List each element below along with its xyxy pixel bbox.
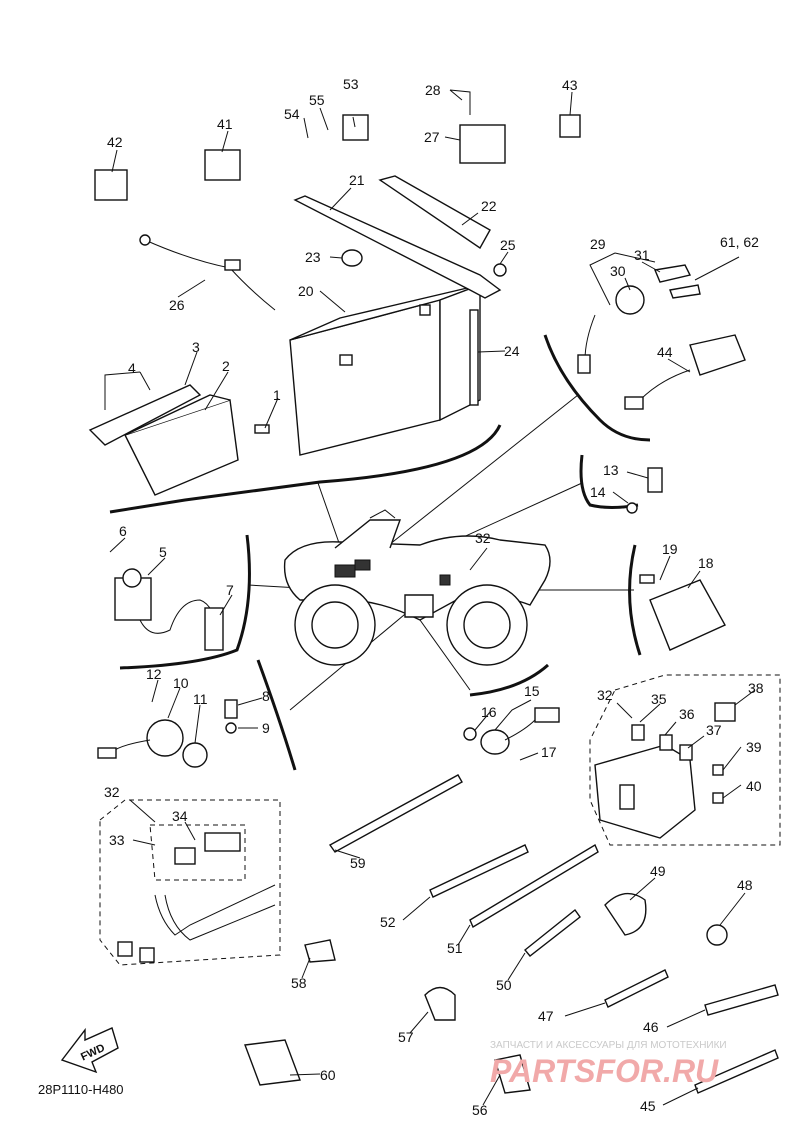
callout-30: 30 <box>610 263 626 279</box>
callout-7: 7 <box>226 582 234 598</box>
callout-38: 38 <box>748 680 764 696</box>
callout-23: 23 <box>305 249 321 265</box>
ignition-coil <box>114 568 224 651</box>
callout-14: 14 <box>590 484 606 500</box>
ecu-unit <box>124 394 239 496</box>
rectifier-regulator <box>639 574 726 651</box>
callout-1: 1 <box>273 387 281 403</box>
callout-9: 9 <box>262 720 270 736</box>
starter-relay <box>459 124 506 164</box>
auxiliary-dc-jack <box>624 334 746 410</box>
callout-22: 22 <box>481 198 497 214</box>
callout-49: 49 <box>650 863 666 879</box>
callout-17: 17 <box>541 744 557 760</box>
starter-sensor-15 <box>463 707 560 755</box>
callout-25: 25 <box>500 237 516 253</box>
callout-18: 18 <box>698 555 714 571</box>
callout-58: 58 <box>291 975 307 991</box>
fuse-box-group <box>589 674 781 846</box>
callout-20: 20 <box>298 283 314 299</box>
callout-31: 31 <box>634 247 650 263</box>
leader-lines <box>104 89 756 1106</box>
callout-44: 44 <box>657 344 673 360</box>
crank-sensor <box>97 719 208 768</box>
callout-19: 19 <box>662 541 678 557</box>
callouts: 1 2 3 4 5 6 7 8 9 10 11 12 13 14 15 16 1… <box>104 76 764 1118</box>
callout-41: 41 <box>217 116 233 132</box>
callout-60: 60 <box>320 1067 336 1083</box>
callout-24: 24 <box>504 343 520 359</box>
callout-51: 51 <box>447 940 463 956</box>
relay-41 <box>204 149 241 181</box>
callout-21: 21 <box>349 172 365 188</box>
atv-vehicle <box>283 509 551 666</box>
watermark-tagline: ЗАПЧАСТИ И АКСЕССУАРЫ ДЛЯ МОТОТЕХНИКИ <box>490 1040 727 1051</box>
callout-16: 16 <box>481 704 497 720</box>
callout-32-harness: 32 <box>104 784 120 800</box>
callout-33: 33 <box>109 832 125 848</box>
callout-42: 42 <box>107 134 123 150</box>
ecu-bracket <box>88 384 202 446</box>
key-set <box>654 264 701 299</box>
callout-5: 5 <box>159 544 167 560</box>
battery-band <box>293 175 502 299</box>
callout-55: 55 <box>309 92 325 108</box>
callout-32-vehicle: 32 <box>475 530 491 546</box>
callout-36: 36 <box>679 706 695 722</box>
watermark-logo: PARTSFOR.RU <box>490 1053 719 1089</box>
harness-group <box>99 799 281 966</box>
battery-band-hook <box>469 309 479 406</box>
callout-28: 28 <box>425 82 441 98</box>
callout-53: 53 <box>343 76 359 92</box>
callout-61-62: 61, 62 <box>720 234 759 250</box>
callout-15: 15 <box>524 683 540 699</box>
sensor-8 <box>224 699 238 734</box>
callout-39: 39 <box>746 739 762 755</box>
callout-3: 3 <box>192 339 200 355</box>
fuse-43 <box>559 114 581 138</box>
callout-4: 4 <box>128 360 136 376</box>
wire-harness-sub <box>139 234 276 311</box>
callout-2: 2 <box>222 358 230 374</box>
callout-35: 35 <box>651 691 667 707</box>
callout-26: 26 <box>169 297 185 313</box>
main-switch <box>577 285 645 374</box>
fwd-arrow-icon <box>60 1027 119 1074</box>
callout-50: 50 <box>496 977 512 993</box>
callout-56: 56 <box>472 1102 488 1118</box>
callout-48: 48 <box>737 877 753 893</box>
callout-47: 47 <box>538 1008 554 1024</box>
callout-52: 52 <box>380 914 396 930</box>
callout-34: 34 <box>172 808 188 824</box>
relay-42 <box>94 169 128 201</box>
diagram-code: 28P1110-H480 <box>38 1082 124 1097</box>
callout-6: 6 <box>119 523 127 539</box>
callout-29: 29 <box>590 236 606 252</box>
callout-32-fusebox: 32 <box>597 687 613 703</box>
callout-11: 11 <box>193 691 208 707</box>
callout-27: 27 <box>424 129 440 145</box>
callout-13: 13 <box>603 462 619 478</box>
cable-ties <box>244 774 779 1094</box>
callout-46: 46 <box>643 1019 659 1035</box>
callout-43: 43 <box>562 77 578 93</box>
relay-53 <box>342 114 369 141</box>
callout-10: 10 <box>173 675 189 691</box>
callout-57: 57 <box>398 1029 414 1045</box>
callout-8: 8 <box>262 688 270 704</box>
callout-45: 45 <box>640 1098 656 1114</box>
battery <box>289 283 481 456</box>
callout-12: 12 <box>146 666 162 682</box>
sensor-13 <box>626 467 663 514</box>
callout-40: 40 <box>746 778 762 794</box>
rubber-damper <box>341 249 363 267</box>
nut <box>493 263 507 277</box>
callout-59: 59 <box>350 855 366 871</box>
callout-54: 54 <box>284 106 300 122</box>
callout-37: 37 <box>706 722 722 738</box>
screw <box>254 424 270 434</box>
